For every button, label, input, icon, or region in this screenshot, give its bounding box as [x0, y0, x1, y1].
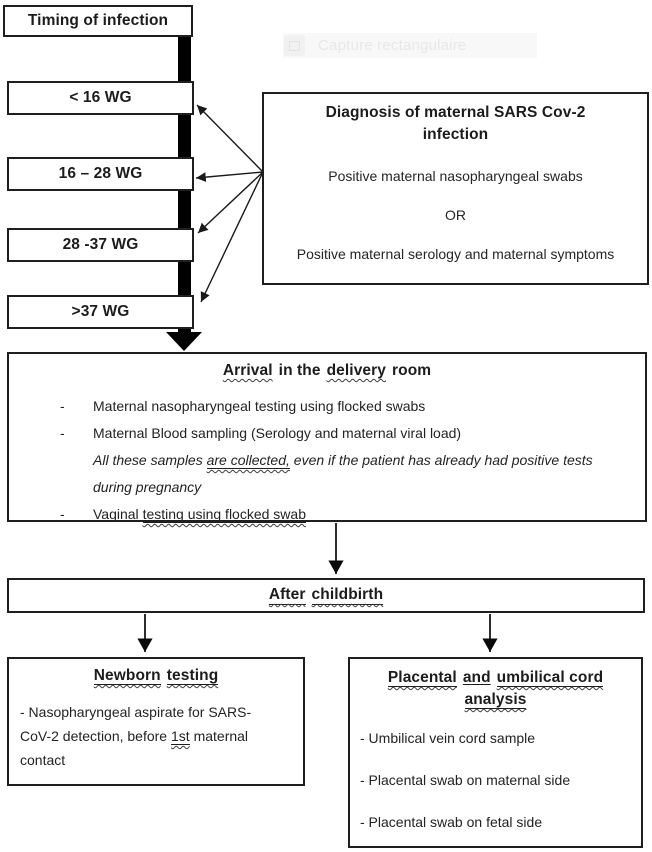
diagnosis-criterion-serology: Positive maternal serology and maternal … — [296, 246, 615, 262]
newborn-testing-box: Newborn testing - Nasopharyngeal aspirate… — [7, 657, 305, 786]
title-word: Arrival — [222, 362, 273, 379]
title-word: After — [268, 586, 306, 605]
title-word: childbirth — [311, 586, 384, 605]
bullet-text: Maternal Blood sampling (Serology and ma… — [93, 425, 462, 441]
capture-rectangle-icon — [284, 35, 305, 56]
bullet-dash: - — [60, 425, 65, 441]
newborn-text: maternal — [189, 728, 249, 744]
stage-label: >37 WG — [71, 303, 130, 320]
placental-item-umbilical: - Umbilical vein cord sample — [360, 730, 536, 746]
delivery-room-title: Arrival in the delivery room — [21, 360, 633, 382]
newborn-line: - Nasopharyngeal aspirate for SARS- — [20, 704, 252, 720]
stage-over-37wg: >37 WG — [7, 295, 194, 329]
newborn-line: CoV-2 detection, before 1st maternal — [20, 724, 292, 748]
title-word: room — [392, 362, 432, 379]
delivery-bullet-blood: - Maternal Blood sampling (Serology and … — [21, 420, 633, 447]
stage-label: 16 – 28 WG — [58, 165, 143, 182]
title-word: and — [462, 669, 491, 686]
title-word: umbilical cord — [496, 669, 604, 687]
diagnosis-box: Diagnosis of maternal SARS Cov-2 infecti… — [262, 92, 649, 285]
newborn-text: CoV-2 detection, before — [20, 728, 171, 744]
capture-tool-menu-item[interactable]: Capture rectangulaire — [283, 33, 537, 58]
delivery-bullet-nasopharyngeal: - Maternal nasopharyngeal testing using … — [21, 393, 633, 420]
bullet-text: testing using flocked swab — [142, 506, 306, 523]
delivery-bullet-vaginal: - Vaginal testing using flocked swab — [21, 501, 633, 528]
placental-item-fetal-side: - Placental swab on fetal side — [360, 814, 543, 830]
newborn-text: 1st — [171, 728, 190, 745]
diagnosis-criterion-swabs: Positive maternal nasopharyngeal swabs — [328, 168, 583, 184]
placental-item-maternal-side: - Placental swab on maternal side — [360, 772, 571, 788]
newborn-title: Newborn testing — [20, 667, 292, 685]
delivery-note-line1: All these samples are collected, even if… — [21, 447, 633, 474]
note-text: All these samples — [93, 452, 207, 468]
diagnosis-title-line2: infection — [422, 126, 489, 143]
title-word: delivery — [326, 362, 386, 379]
capture-tool-label: Capture rectangulaire — [318, 37, 467, 54]
stage-under-16wg: < 16 WG — [7, 81, 194, 115]
title-word: analysis — [464, 691, 527, 709]
stage-28-37wg: 28 -37 WG — [7, 228, 194, 262]
placental-title-line2: analysis — [360, 689, 631, 711]
after-childbirth-box: After childbirth — [7, 578, 645, 613]
placental-analysis-box: Placental and umbilical cord analysis - Um… — [348, 657, 643, 848]
delivery-note-line2: during pregnancy — [93, 479, 202, 495]
stage-label: 28 -37 WG — [62, 236, 139, 253]
delivery-room-box: Arrival in the delivery room - Maternal nas… — [7, 352, 647, 523]
note-text: even if the patient has already had posi… — [289, 452, 593, 468]
title-word: in the — [278, 362, 321, 379]
diagnosis-title-line1: Diagnosis of maternal SARS Cov-2 — [325, 104, 586, 121]
newborn-body: - Nasopharyngeal aspirate for SARS- CoV-… — [20, 700, 292, 772]
note-text: are collected, — [206, 452, 290, 469]
title-word: Placental — [387, 669, 457, 687]
newborn-line: contact — [20, 752, 66, 768]
bullet-text: Vaginal — [93, 506, 143, 522]
title-word: testing — [166, 667, 219, 685]
bullet-dash: - — [60, 398, 65, 414]
stage-16-28wg: 16 – 28 WG — [7, 157, 194, 191]
bullet-dash: - — [60, 506, 65, 522]
title-word: Newborn — [93, 667, 161, 685]
bullet-text: Maternal nasopharyngeal testing using fl… — [93, 398, 426, 414]
placental-title-line1: Placental and umbilical cord — [360, 667, 631, 689]
diagnosis-or: OR — [445, 207, 466, 223]
timing-of-infection-box: Timing of infection — [3, 5, 193, 37]
timing-title: Timing of infection — [27, 12, 169, 29]
stage-label: < 16 WG — [69, 89, 132, 106]
